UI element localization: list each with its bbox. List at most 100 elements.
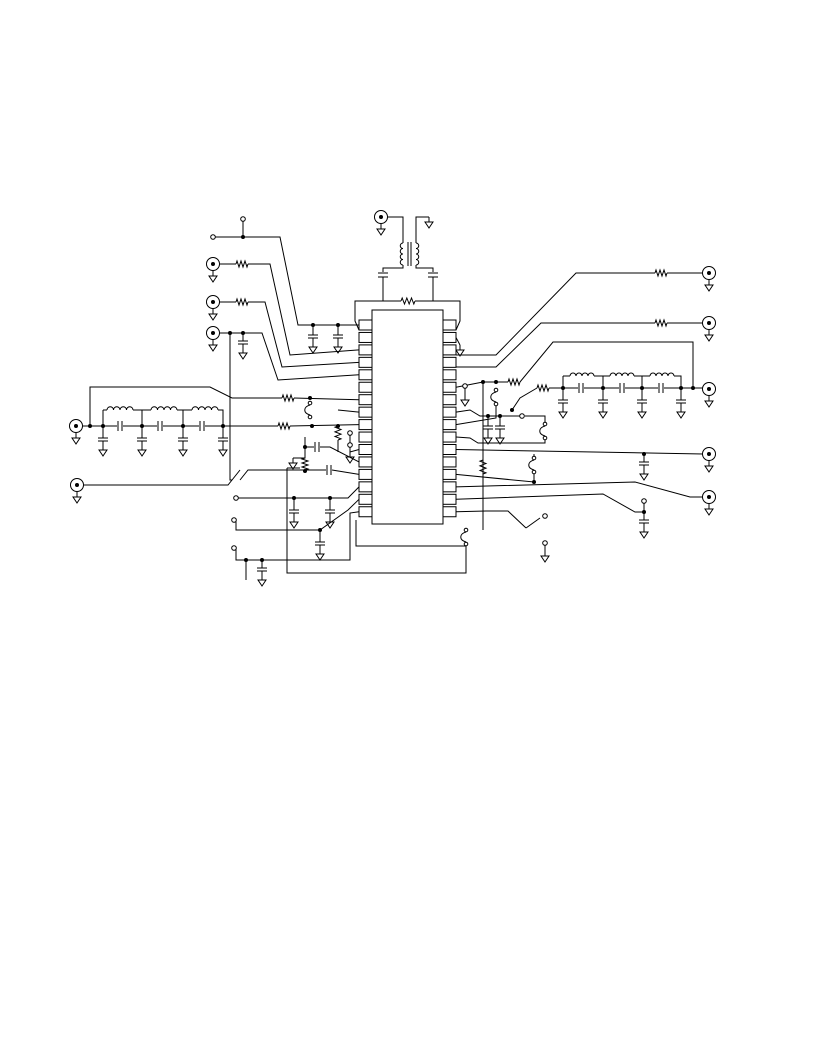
junction-dot — [241, 235, 245, 239]
ic-pin-left — [358, 394, 373, 406]
terminal — [542, 540, 548, 546]
inductor-icon — [106, 406, 134, 411]
ic-package — [358, 309, 457, 525]
ground-icon — [333, 342, 343, 354]
ground-icon — [704, 504, 714, 516]
ic-pin-left — [358, 369, 373, 381]
ground-icon — [455, 345, 465, 357]
capacitor-icon — [578, 383, 584, 393]
ground-icon — [376, 224, 386, 236]
ic-pin-right — [442, 444, 457, 455]
wire — [83, 469, 241, 486]
terminal — [347, 430, 353, 436]
jumper-icon — [539, 425, 546, 437]
ic-pin-left — [358, 506, 373, 518]
wire — [89, 386, 282, 425]
ic-pin-right — [442, 468, 457, 480]
ground-icon — [637, 407, 647, 419]
wire — [239, 469, 305, 481]
terminal — [519, 413, 525, 419]
jumper-terminal — [531, 469, 537, 475]
wire — [455, 493, 644, 513]
ground-icon — [495, 433, 505, 445]
jumper-icon — [490, 391, 497, 403]
inductor-icon — [569, 372, 595, 377]
capacitor-icon — [218, 426, 228, 445]
wire — [238, 486, 360, 499]
wire — [133, 409, 143, 426]
resistor-icon — [654, 268, 668, 278]
junction-dot — [481, 380, 485, 384]
wire — [293, 397, 360, 401]
ground-icon — [208, 340, 218, 352]
wire — [456, 272, 655, 356]
capacitor-icon — [333, 325, 343, 342]
inductor-icon — [191, 406, 219, 411]
switch-arm-icon — [525, 517, 541, 529]
resistor-icon — [277, 421, 291, 431]
capacitor-icon — [238, 333, 248, 348]
wire — [248, 301, 360, 368]
ground-icon — [704, 330, 714, 342]
resistor-icon — [235, 259, 249, 269]
resistor-icon — [281, 393, 295, 403]
capacitor-icon — [257, 560, 267, 575]
ground-icon — [424, 217, 434, 229]
junction-dot — [494, 380, 498, 384]
jumper-icon — [460, 531, 467, 543]
ground-icon — [676, 407, 686, 419]
capacitor-icon — [326, 465, 332, 475]
ic-pin-right — [442, 456, 457, 468]
ic-pin-left — [358, 344, 373, 356]
ground-icon — [704, 280, 714, 292]
ic-pin-right — [442, 344, 457, 356]
wire — [331, 469, 360, 475]
wire — [387, 216, 404, 243]
capacitor-icon — [619, 383, 625, 393]
ground-icon — [208, 271, 218, 283]
capacitor-icon — [289, 498, 299, 517]
capacitor-icon — [199, 421, 205, 431]
capacitor-icon — [315, 530, 325, 549]
ic-pin-left — [358, 456, 373, 468]
ic-pin-left — [358, 431, 373, 443]
ground-icon — [540, 551, 550, 563]
ground-icon — [71, 433, 81, 445]
terminal — [231, 545, 237, 551]
jumper-terminal — [493, 401, 499, 407]
jumper-terminal — [493, 387, 499, 393]
wire — [519, 341, 703, 389]
resistor-icon — [235, 297, 249, 307]
resistor-icon — [300, 457, 310, 471]
wire — [354, 277, 384, 331]
inductor-icon — [415, 242, 420, 266]
coax-center-pin — [75, 483, 79, 487]
ic-pin-right — [442, 319, 457, 331]
ground-icon — [639, 469, 649, 481]
wire — [320, 446, 360, 463]
ground-icon — [704, 396, 714, 408]
junction-dot — [691, 386, 695, 390]
junction-dot — [244, 558, 248, 562]
ground-icon — [483, 433, 493, 445]
jumper-terminal — [307, 400, 313, 406]
ground-icon — [208, 309, 218, 321]
ic-pin-left — [358, 493, 373, 505]
jumper-icon — [528, 459, 535, 471]
junction-dot — [303, 445, 307, 449]
jumper-terminal — [542, 435, 548, 441]
coax-center-pin — [707, 387, 711, 391]
resistor-icon — [654, 318, 668, 328]
wire — [432, 277, 461, 331]
ic-pin-left — [358, 319, 373, 331]
wire — [337, 409, 360, 413]
wire — [215, 236, 359, 326]
ic-pin-right — [442, 419, 457, 431]
ic-pin-left — [358, 481, 373, 493]
terminal — [542, 513, 548, 519]
wire — [229, 333, 232, 481]
ic-pin-right — [442, 394, 457, 406]
resistor-icon — [333, 425, 343, 441]
ic-pin-left — [358, 444, 373, 455]
